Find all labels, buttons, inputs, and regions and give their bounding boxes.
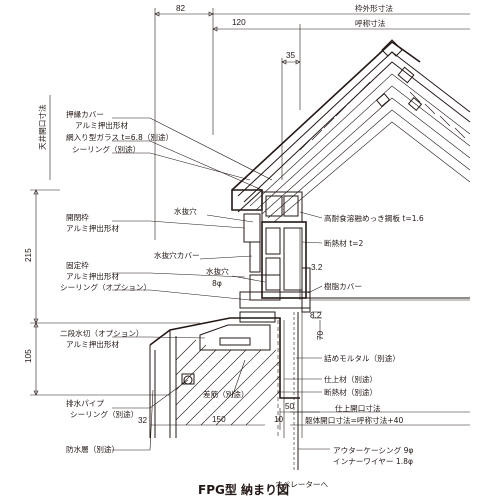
body-opening-dim-label: 躯体開口寸法=呼称寸法+40 [305, 415, 403, 425]
label-insulation: 断熱材 t=2 [324, 238, 364, 248]
label-water-cut-material: アルミ押出形材 [66, 339, 119, 349]
dim-32: 32 [138, 416, 148, 425]
label-drain-pipe: 排水パイプ [66, 398, 104, 408]
label-phi8: 8φ [212, 279, 222, 288]
label-steel-plate: 高耐食溶融めっき鋼板 t=1.6 [324, 213, 424, 223]
label-drain-hole-2: 水抜穴 [206, 266, 229, 276]
dim-120: 120 [232, 18, 246, 27]
dim-8-2: 8.2 [310, 311, 322, 320]
label-cover: 押縁カバー [66, 109, 104, 119]
drawing-title: FPG型 納まり図 [198, 482, 289, 497]
label-sash-frame: 開閉枠 [66, 212, 89, 222]
glass-roof [231, 39, 471, 223]
label-operator: オペレーターへ [275, 480, 329, 489]
label-wired-glass: 網入り型ガラス t=6.8（別途） [66, 132, 173, 142]
finish-opening-dim-label: 仕上開口寸法 [335, 403, 381, 413]
label-resin-cover: 樹脂カバー [324, 281, 362, 291]
dim-50: 50 [285, 402, 295, 411]
label-fixed-frame: 固定枠 [66, 260, 89, 270]
label-sealing-option: シーリング（オプション） [60, 282, 151, 292]
bottom-dimensions [150, 297, 470, 430]
frame-outer-dim-label: 枠外形寸法 [355, 3, 393, 13]
label-finish-material: 仕上材（別途） [324, 374, 377, 384]
dim-215: 215 [24, 248, 33, 262]
dim-105: 105 [24, 349, 33, 363]
label-mortar: 詰めモルタル（別途） [324, 353, 400, 363]
dim-82: 82 [176, 4, 186, 13]
label-drain-hole: 水抜穴 [174, 206, 197, 216]
label-insulation-sep: 断熱材（別途） [324, 387, 377, 397]
label-outer-casing: アウターケーシング 9φ [333, 445, 413, 455]
nominal-dim-label: 呼称寸法 [355, 18, 386, 28]
label-inner-wire: インナーワイヤー 1.8φ [333, 457, 413, 466]
label-sash-material: アルミ押出形材 [66, 223, 119, 233]
sash-frame [231, 189, 470, 313]
dim-150: 150 [212, 415, 226, 424]
ceiling-opening-label: 天井開口寸法 [37, 104, 47, 150]
top-dimensions [154, 8, 470, 240]
label-sealing: シーリング（別途） [72, 144, 140, 154]
dim-35: 35 [286, 51, 296, 60]
label-drain-cover: 水抜穴カバー [154, 250, 200, 260]
label-water-cut: 二段水切（オプション） [60, 328, 144, 338]
left-dimensions [30, 95, 200, 396]
label-cover-material: アルミ押出形材 [75, 120, 128, 130]
label-waterproof: 防水層（別途） [66, 444, 119, 454]
label-fixed-material: アルミ押出形材 [66, 271, 119, 281]
leader-lines [112, 117, 330, 451]
dim-3-2: 3.2 [311, 263, 323, 272]
dim-10: 10 [274, 415, 284, 424]
label-sealing-sep: シーリング（別途） [70, 409, 138, 419]
dim-70: 70 [316, 330, 325, 340]
label-rebar: 差筋（別途） [203, 389, 249, 399]
